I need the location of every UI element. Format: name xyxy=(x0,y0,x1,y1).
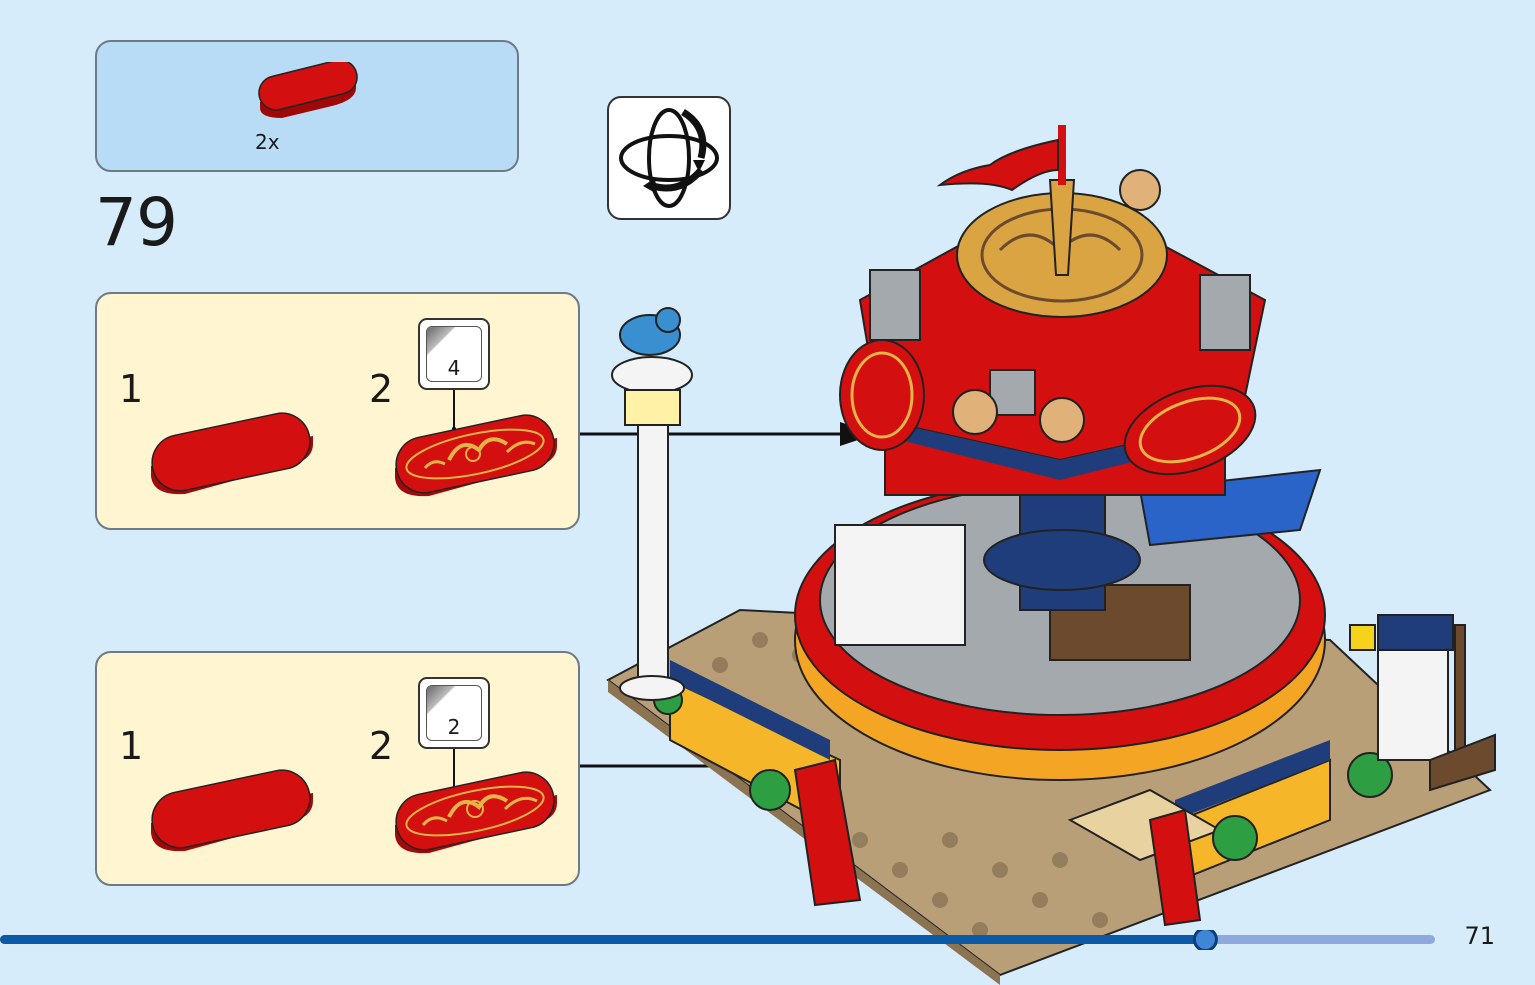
progress-fill xyxy=(0,935,1206,944)
sticker-number: 4 xyxy=(447,356,461,380)
part-quantity: 2x xyxy=(255,130,280,154)
rotate-model-icon xyxy=(607,96,731,220)
carousel-model-illustration xyxy=(606,125,1496,985)
sticker-number: 2 xyxy=(447,715,461,739)
step-number: 79 xyxy=(95,184,178,261)
substep-number: 1 xyxy=(119,367,144,411)
part-decorated-tile xyxy=(395,414,557,497)
subassembly-panel-2: 1 2 2 xyxy=(95,651,580,886)
parts-list-panel: 2x xyxy=(95,40,519,172)
substep-number: 1 xyxy=(119,724,144,768)
page-number: 71 xyxy=(1464,922,1495,950)
substep-number: 2 xyxy=(369,724,394,768)
part-red-round-tile xyxy=(151,769,313,852)
substep-number: 2 xyxy=(369,367,394,411)
part-decorated-tile xyxy=(395,771,557,854)
progress-marker xyxy=(1192,930,1218,950)
sticker-callout: 2 xyxy=(418,677,490,749)
subassembly-panel-1: 1 2 4 xyxy=(95,292,580,530)
part-tile-round-red xyxy=(258,62,358,118)
progress-bar xyxy=(0,930,1435,950)
part-red-round-tile xyxy=(151,412,313,495)
sticker-callout: 4 xyxy=(418,318,490,390)
